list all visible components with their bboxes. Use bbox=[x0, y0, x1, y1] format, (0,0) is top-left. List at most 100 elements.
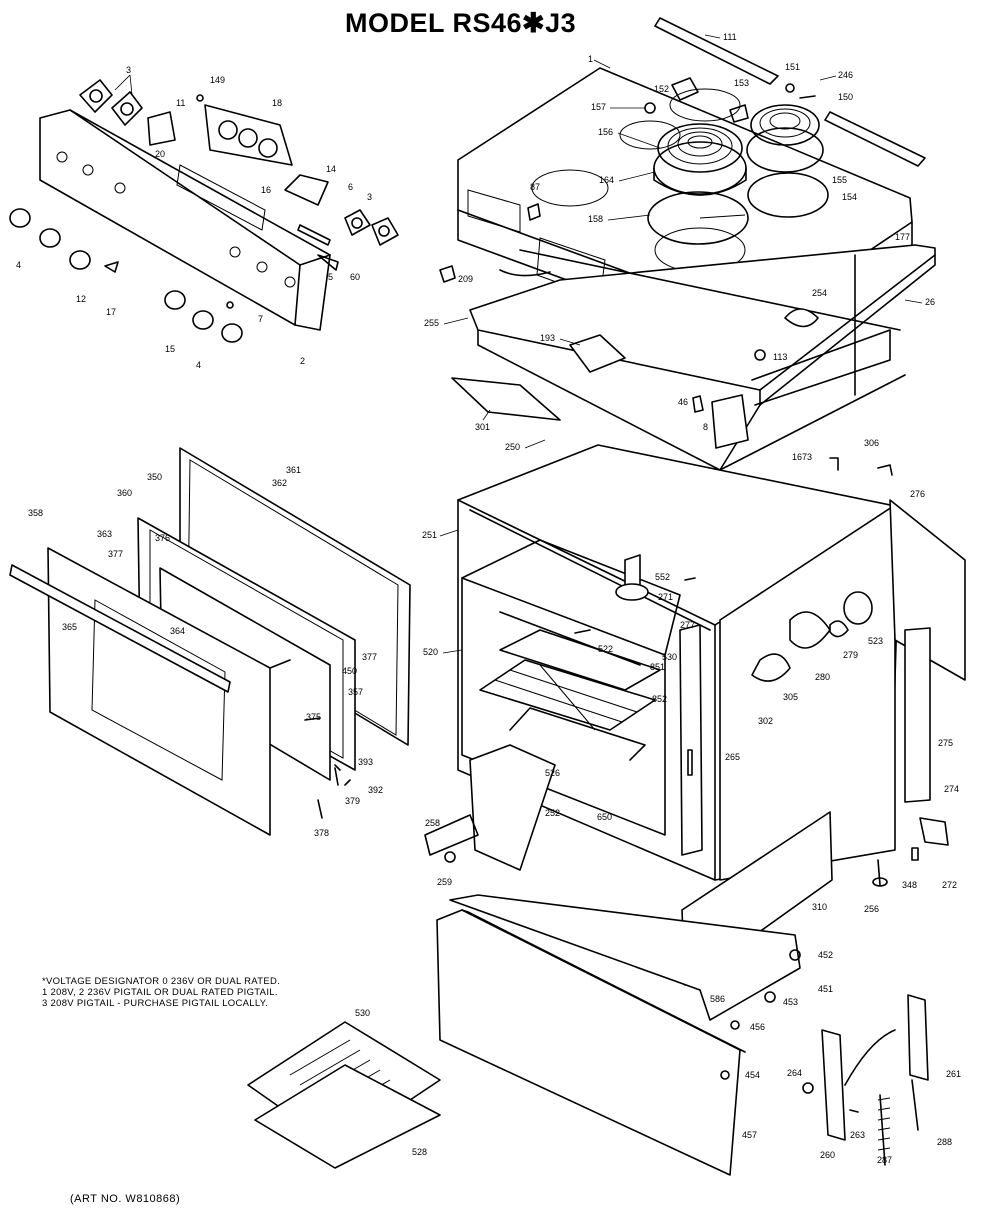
callout-457: 457 bbox=[742, 1130, 757, 1140]
oven-cabinet-assembly bbox=[424, 444, 966, 1176]
callout-305: 305 bbox=[783, 692, 798, 702]
callout-363: 363 bbox=[97, 529, 112, 539]
callout-453: 453 bbox=[783, 997, 798, 1007]
callout-4b: 4 bbox=[196, 360, 201, 370]
control-panel-assembly bbox=[9, 79, 399, 343]
callout-26: 26 bbox=[925, 297, 935, 307]
callout-256: 256 bbox=[864, 904, 879, 914]
callout-852: 852 bbox=[652, 694, 667, 704]
callout-357: 357 bbox=[348, 687, 363, 697]
callout-113: 113 bbox=[773, 352, 787, 362]
callout-11: 11 bbox=[176, 98, 185, 108]
callout-526: 526 bbox=[545, 768, 560, 778]
voltage-note-line-1: *VOLTAGE DESIGNATOR 0 236V OR DUAL RATED… bbox=[42, 976, 281, 987]
voltage-note-line-2: 1 208V, 2 236V PIGTAIL OR DUAL RATED PIG… bbox=[42, 987, 278, 998]
callout-labels: 111 1 151 246 150 152 153 157 156 164 15… bbox=[16, 32, 961, 1165]
callout-362: 362 bbox=[272, 478, 287, 488]
callout-254: 254 bbox=[812, 288, 827, 298]
callout-301: 301 bbox=[475, 422, 490, 432]
callout-150: 150 bbox=[838, 92, 853, 102]
callout-18: 18 bbox=[272, 98, 282, 108]
callout-20: 20 bbox=[155, 149, 165, 159]
callout-17: 17 bbox=[106, 307, 116, 317]
callout-377b: 377 bbox=[362, 652, 377, 662]
callout-274: 274 bbox=[944, 784, 959, 794]
callout-552: 552 bbox=[655, 572, 670, 582]
callout-177: 177 bbox=[895, 232, 910, 242]
callout-87: 87 bbox=[530, 182, 540, 192]
art-number: (ART NO. W810868) bbox=[70, 1193, 181, 1205]
callout-246: 246 bbox=[838, 70, 853, 80]
callout-149: 149 bbox=[210, 75, 225, 85]
callout-2: 2 bbox=[300, 356, 305, 366]
callout-271: 271 bbox=[658, 592, 673, 602]
callout-7: 7 bbox=[258, 314, 263, 324]
callout-454: 454 bbox=[745, 1070, 760, 1080]
callout-252: 252 bbox=[545, 808, 560, 818]
callout-158: 158 bbox=[588, 214, 603, 224]
callout-209: 209 bbox=[458, 274, 473, 284]
diagram-title: MODEL RS46✱J3 bbox=[345, 8, 577, 38]
callout-260: 260 bbox=[820, 1150, 835, 1160]
callout-152: 152 bbox=[654, 84, 669, 94]
callout-46: 46 bbox=[678, 397, 688, 407]
callout-157: 157 bbox=[591, 102, 606, 112]
callout-650: 650 bbox=[597, 812, 612, 822]
callout-277: 277 bbox=[680, 620, 695, 630]
cooktop-assembly bbox=[439, 17, 936, 471]
callout-310: 310 bbox=[812, 902, 827, 912]
callout-375: 375 bbox=[306, 712, 321, 722]
callout-15: 15 bbox=[165, 344, 175, 354]
callout-164: 164 bbox=[599, 175, 614, 185]
callout-522: 522 bbox=[598, 644, 613, 654]
callout-264: 264 bbox=[787, 1068, 802, 1078]
callout-280: 280 bbox=[815, 672, 830, 682]
callout-12: 12 bbox=[76, 294, 86, 304]
callout-350: 350 bbox=[147, 472, 162, 482]
callout-6: 6 bbox=[348, 182, 353, 192]
callout-377: 377 bbox=[108, 549, 123, 559]
callout-392: 392 bbox=[368, 785, 383, 795]
callout-851: 851 bbox=[650, 662, 665, 672]
callout-378: 378 bbox=[314, 828, 329, 838]
callout-16: 16 bbox=[261, 185, 271, 195]
callout-530: 530 bbox=[662, 652, 677, 662]
callout-3: 3 bbox=[126, 65, 131, 75]
callout-450: 450 bbox=[342, 666, 357, 676]
callout-14: 14 bbox=[326, 164, 336, 174]
callout-4: 4 bbox=[16, 260, 21, 270]
callout-151: 151 bbox=[785, 62, 800, 72]
callout-275: 275 bbox=[938, 738, 953, 748]
broiler-pan bbox=[247, 1021, 441, 1169]
callout-3b: 3 bbox=[367, 192, 372, 202]
callout-306: 306 bbox=[864, 438, 879, 448]
callout-255: 255 bbox=[424, 318, 439, 328]
callout-276: 276 bbox=[910, 489, 925, 499]
callout-263: 263 bbox=[850, 1130, 865, 1140]
voltage-designator-note: *VOLTAGE DESIGNATOR 0 236V OR DUAL RATED… bbox=[42, 976, 280, 1009]
callout-360: 360 bbox=[117, 488, 132, 498]
voltage-note-line-3: 3 208V PIGTAIL - PURCHASE PIGTAIL LOCALL… bbox=[42, 998, 269, 1009]
callout-5: 5 bbox=[328, 272, 333, 282]
callout-193: 193 bbox=[540, 333, 555, 343]
callout-156: 156 bbox=[598, 127, 613, 137]
callout-348: 348 bbox=[902, 880, 917, 890]
surface-burner-large bbox=[647, 123, 749, 245]
callout-60: 60 bbox=[350, 272, 360, 282]
callout-288: 288 bbox=[937, 1137, 952, 1147]
callout-376: 376 bbox=[155, 533, 170, 543]
callout-379: 379 bbox=[345, 796, 360, 806]
callout-250: 250 bbox=[505, 442, 520, 452]
callout-8: 8 bbox=[703, 422, 708, 432]
callout-261: 261 bbox=[946, 1069, 961, 1079]
callout-272: 272 bbox=[942, 880, 957, 890]
callout-1673: 1673 bbox=[792, 452, 812, 462]
callout-287: 287 bbox=[877, 1155, 892, 1165]
callout-259: 259 bbox=[437, 877, 452, 887]
callout-530b: 530 bbox=[355, 1008, 370, 1018]
callout-258: 258 bbox=[425, 818, 440, 828]
callout-155: 155 bbox=[832, 175, 847, 185]
callout-452: 452 bbox=[818, 950, 833, 960]
callout-586: 586 bbox=[710, 994, 725, 1004]
